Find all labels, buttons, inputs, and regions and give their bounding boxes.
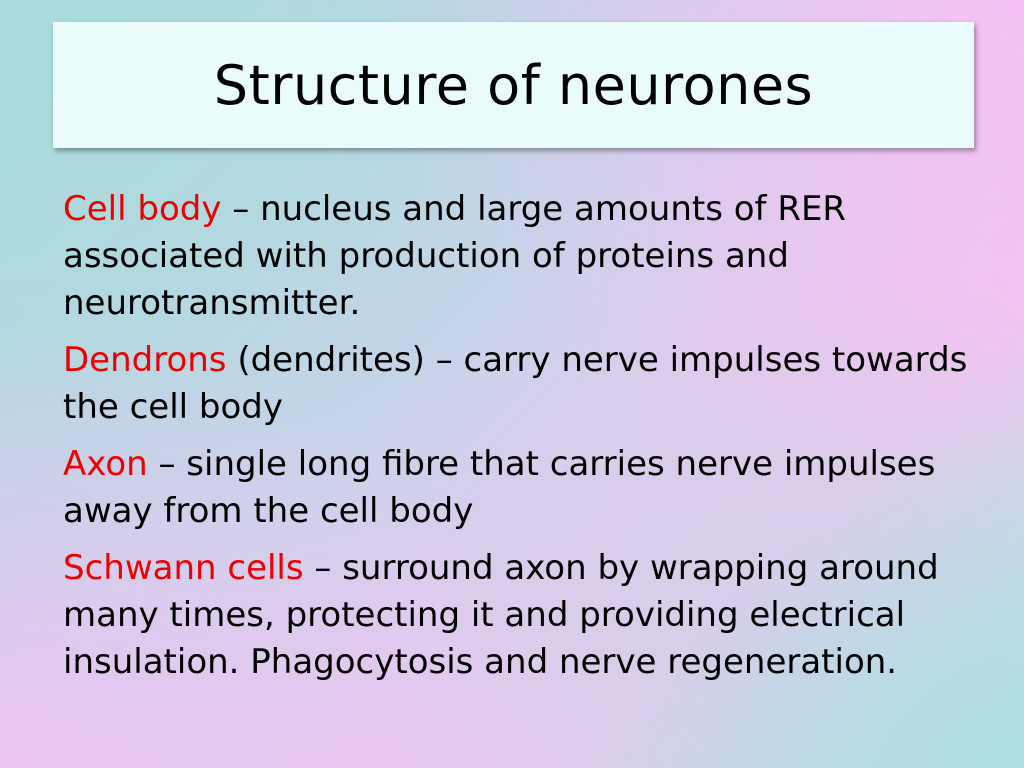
slide-body: Cell body – nucleus and large amounts of… [63, 186, 998, 696]
term-axon: Axon [63, 444, 148, 484]
term-dendrons: Dendrons [63, 340, 227, 380]
paragraph-dendrons: Dendrons (dendrites) – carry nerve impul… [63, 337, 998, 431]
term-schwann-cells: Schwann cells [63, 548, 304, 588]
description-axon: – single long fibre that carries nerve i… [63, 444, 936, 531]
description-dendrons: (dendrites) – carry nerve impulses towar… [63, 340, 968, 427]
paragraph-schwann-cells: Schwann cells – surround axon by wrappin… [63, 545, 998, 686]
description-schwann-cells: – surround axon by wrapping around many … [63, 548, 939, 682]
title-box: Structure of neurones [53, 22, 974, 148]
paragraph-axon: Axon – single long fibre that carries ne… [63, 441, 998, 535]
paragraph-cell-body: Cell body – nucleus and large amounts of… [63, 186, 998, 327]
description-cell-body: – nucleus and large amounts of RER assoc… [63, 189, 847, 323]
slide-title: Structure of neurones [213, 53, 814, 117]
term-cell-body: Cell body [63, 189, 222, 229]
